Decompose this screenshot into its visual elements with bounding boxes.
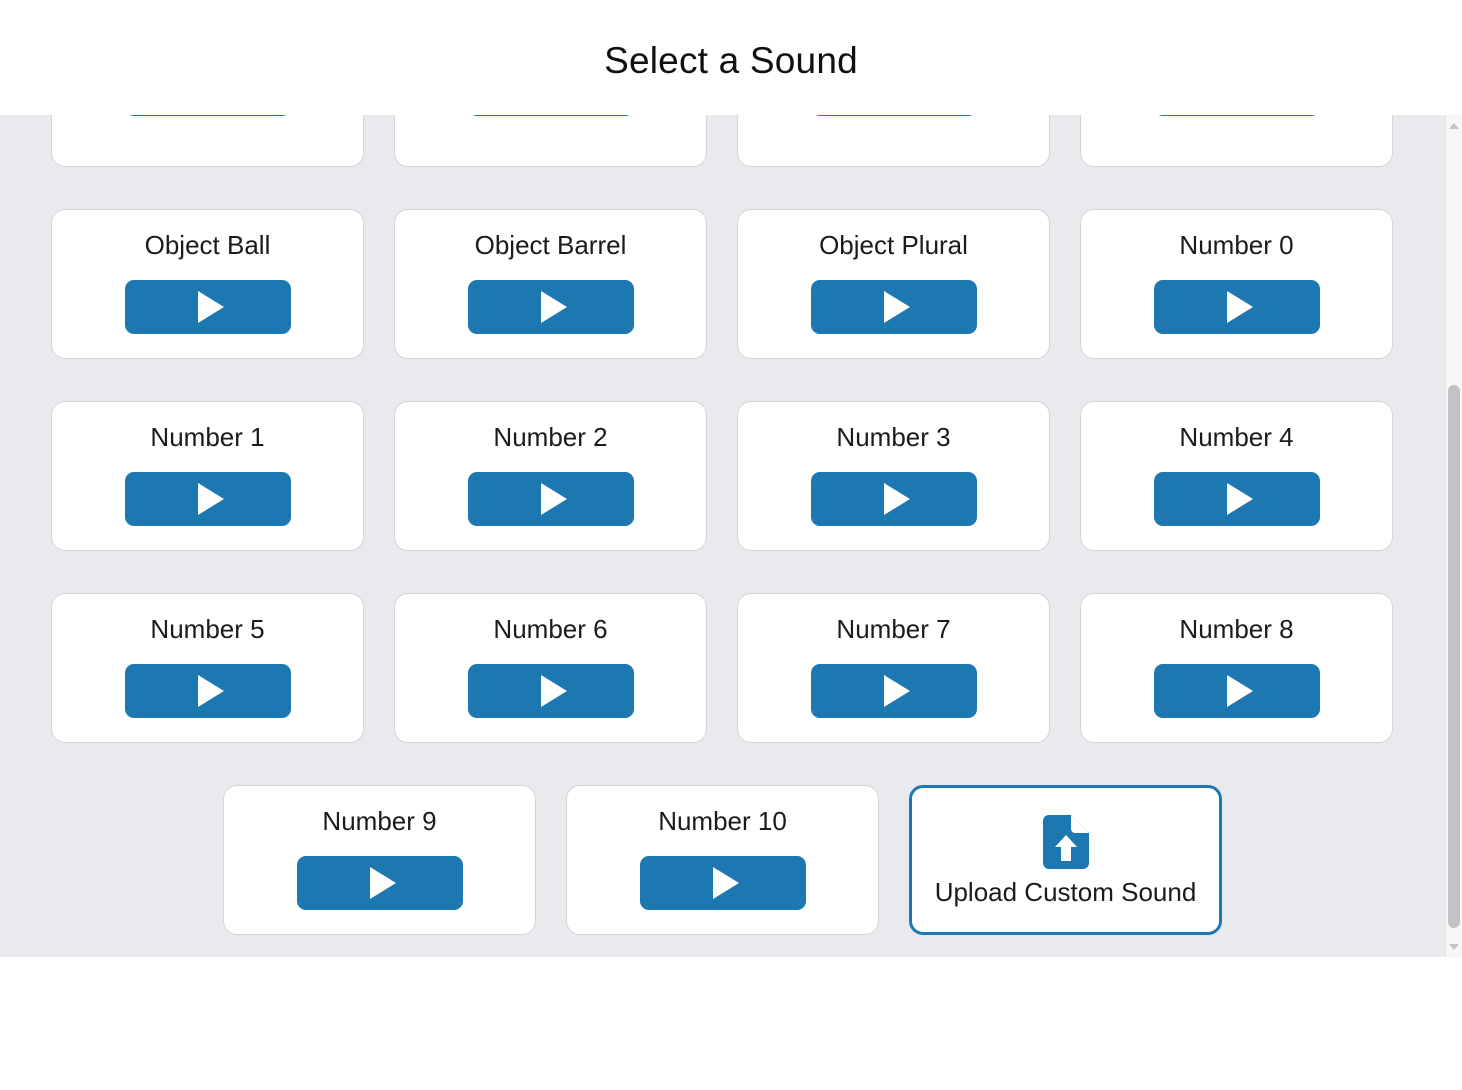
sound-card-label: Number 5 [150, 614, 265, 644]
vertical-scrollbar[interactable] [1445, 115, 1462, 957]
play-button[interactable] [467, 472, 634, 526]
sound-card-label: Object Barrel [474, 230, 627, 260]
play-button[interactable] [124, 280, 291, 334]
sound-card[interactable]: Number 10 [566, 785, 879, 935]
sound-card[interactable] [737, 115, 1050, 167]
play-button[interactable] [810, 115, 977, 116]
sound-card[interactable]: Object Plural [737, 209, 1050, 359]
upload-custom-sound-label: Upload Custom Sound [934, 877, 1197, 907]
chevron-up-icon[interactable] [1446, 117, 1462, 134]
play-button[interactable] [810, 664, 977, 718]
play-button[interactable] [1153, 280, 1320, 334]
file-upload-icon [1042, 815, 1089, 869]
sound-card-label: Number 3 [836, 422, 951, 452]
play-button[interactable] [810, 472, 977, 526]
sound-card[interactable]: Number 8 [1080, 593, 1393, 743]
play-icon [197, 291, 224, 323]
play-icon [1226, 291, 1253, 323]
scroll-thumb[interactable] [1448, 385, 1460, 928]
play-button[interactable] [639, 856, 806, 910]
play-icon [883, 483, 910, 515]
chevron-down-icon[interactable] [1446, 938, 1462, 955]
play-button[interactable] [296, 856, 463, 910]
sound-card[interactable]: Number 4 [1080, 401, 1393, 551]
sound-card[interactable]: Object Barrel [394, 209, 707, 359]
play-button[interactable] [1153, 115, 1320, 116]
play-icon [540, 675, 567, 707]
sound-grid-last-row: Number 9 Number 10 Upload Custom Sound [51, 785, 1394, 935]
play-button[interactable] [467, 280, 634, 334]
play-icon [712, 867, 739, 899]
play-button[interactable] [810, 280, 977, 334]
play-button[interactable] [1153, 664, 1320, 718]
play-icon [369, 867, 396, 899]
sound-card-label: Number 10 [658, 806, 787, 836]
play-icon [540, 483, 567, 515]
sound-card-label: Number 8 [1179, 614, 1294, 644]
sound-card[interactable]: Number 3 [737, 401, 1050, 551]
sound-card-label: Number 0 [1179, 230, 1294, 260]
play-icon [1226, 675, 1253, 707]
sound-card-label: Object Plural [819, 230, 968, 260]
sound-card-label: Number 4 [1179, 422, 1294, 452]
play-icon [197, 483, 224, 515]
play-icon [1226, 483, 1253, 515]
sound-card-label: Number 2 [493, 422, 608, 452]
sound-card-label: Number 9 [322, 806, 437, 836]
sound-card[interactable] [1080, 115, 1393, 167]
sound-card[interactable]: Number 0 [1080, 209, 1393, 359]
sound-card-label: Number 6 [493, 614, 608, 644]
sound-card[interactable]: Number 6 [394, 593, 707, 743]
play-button[interactable] [467, 664, 634, 718]
play-icon [883, 291, 910, 323]
play-icon [197, 675, 224, 707]
sound-card[interactable]: Number 7 [737, 593, 1050, 743]
sound-card-label: Number 1 [150, 422, 265, 452]
page-title: Select a Sound [604, 40, 858, 81]
sound-card[interactable]: Number 9 [223, 785, 536, 935]
play-icon [883, 675, 910, 707]
sound-card[interactable] [51, 115, 364, 167]
sound-card[interactable]: Number 2 [394, 401, 707, 551]
sound-card-label: Number 7 [836, 614, 951, 644]
sound-card[interactable]: Number 5 [51, 593, 364, 743]
play-button[interactable] [1153, 472, 1320, 526]
play-button[interactable] [124, 115, 291, 116]
upload-custom-sound-card[interactable]: Upload Custom Sound [909, 785, 1222, 935]
sound-card[interactable]: Number 1 [51, 401, 364, 551]
sound-card-label: Object Ball [144, 230, 271, 260]
play-icon [540, 291, 567, 323]
dialog-footer: Cancel Select File [0, 957, 1462, 1090]
sound-card[interactable]: Object Ball [51, 209, 364, 359]
sound-card[interactable] [394, 115, 707, 167]
play-button[interactable] [124, 472, 291, 526]
play-button[interactable] [467, 115, 634, 116]
play-button[interactable] [124, 664, 291, 718]
dialog-header: Select a Sound [0, 0, 1462, 115]
